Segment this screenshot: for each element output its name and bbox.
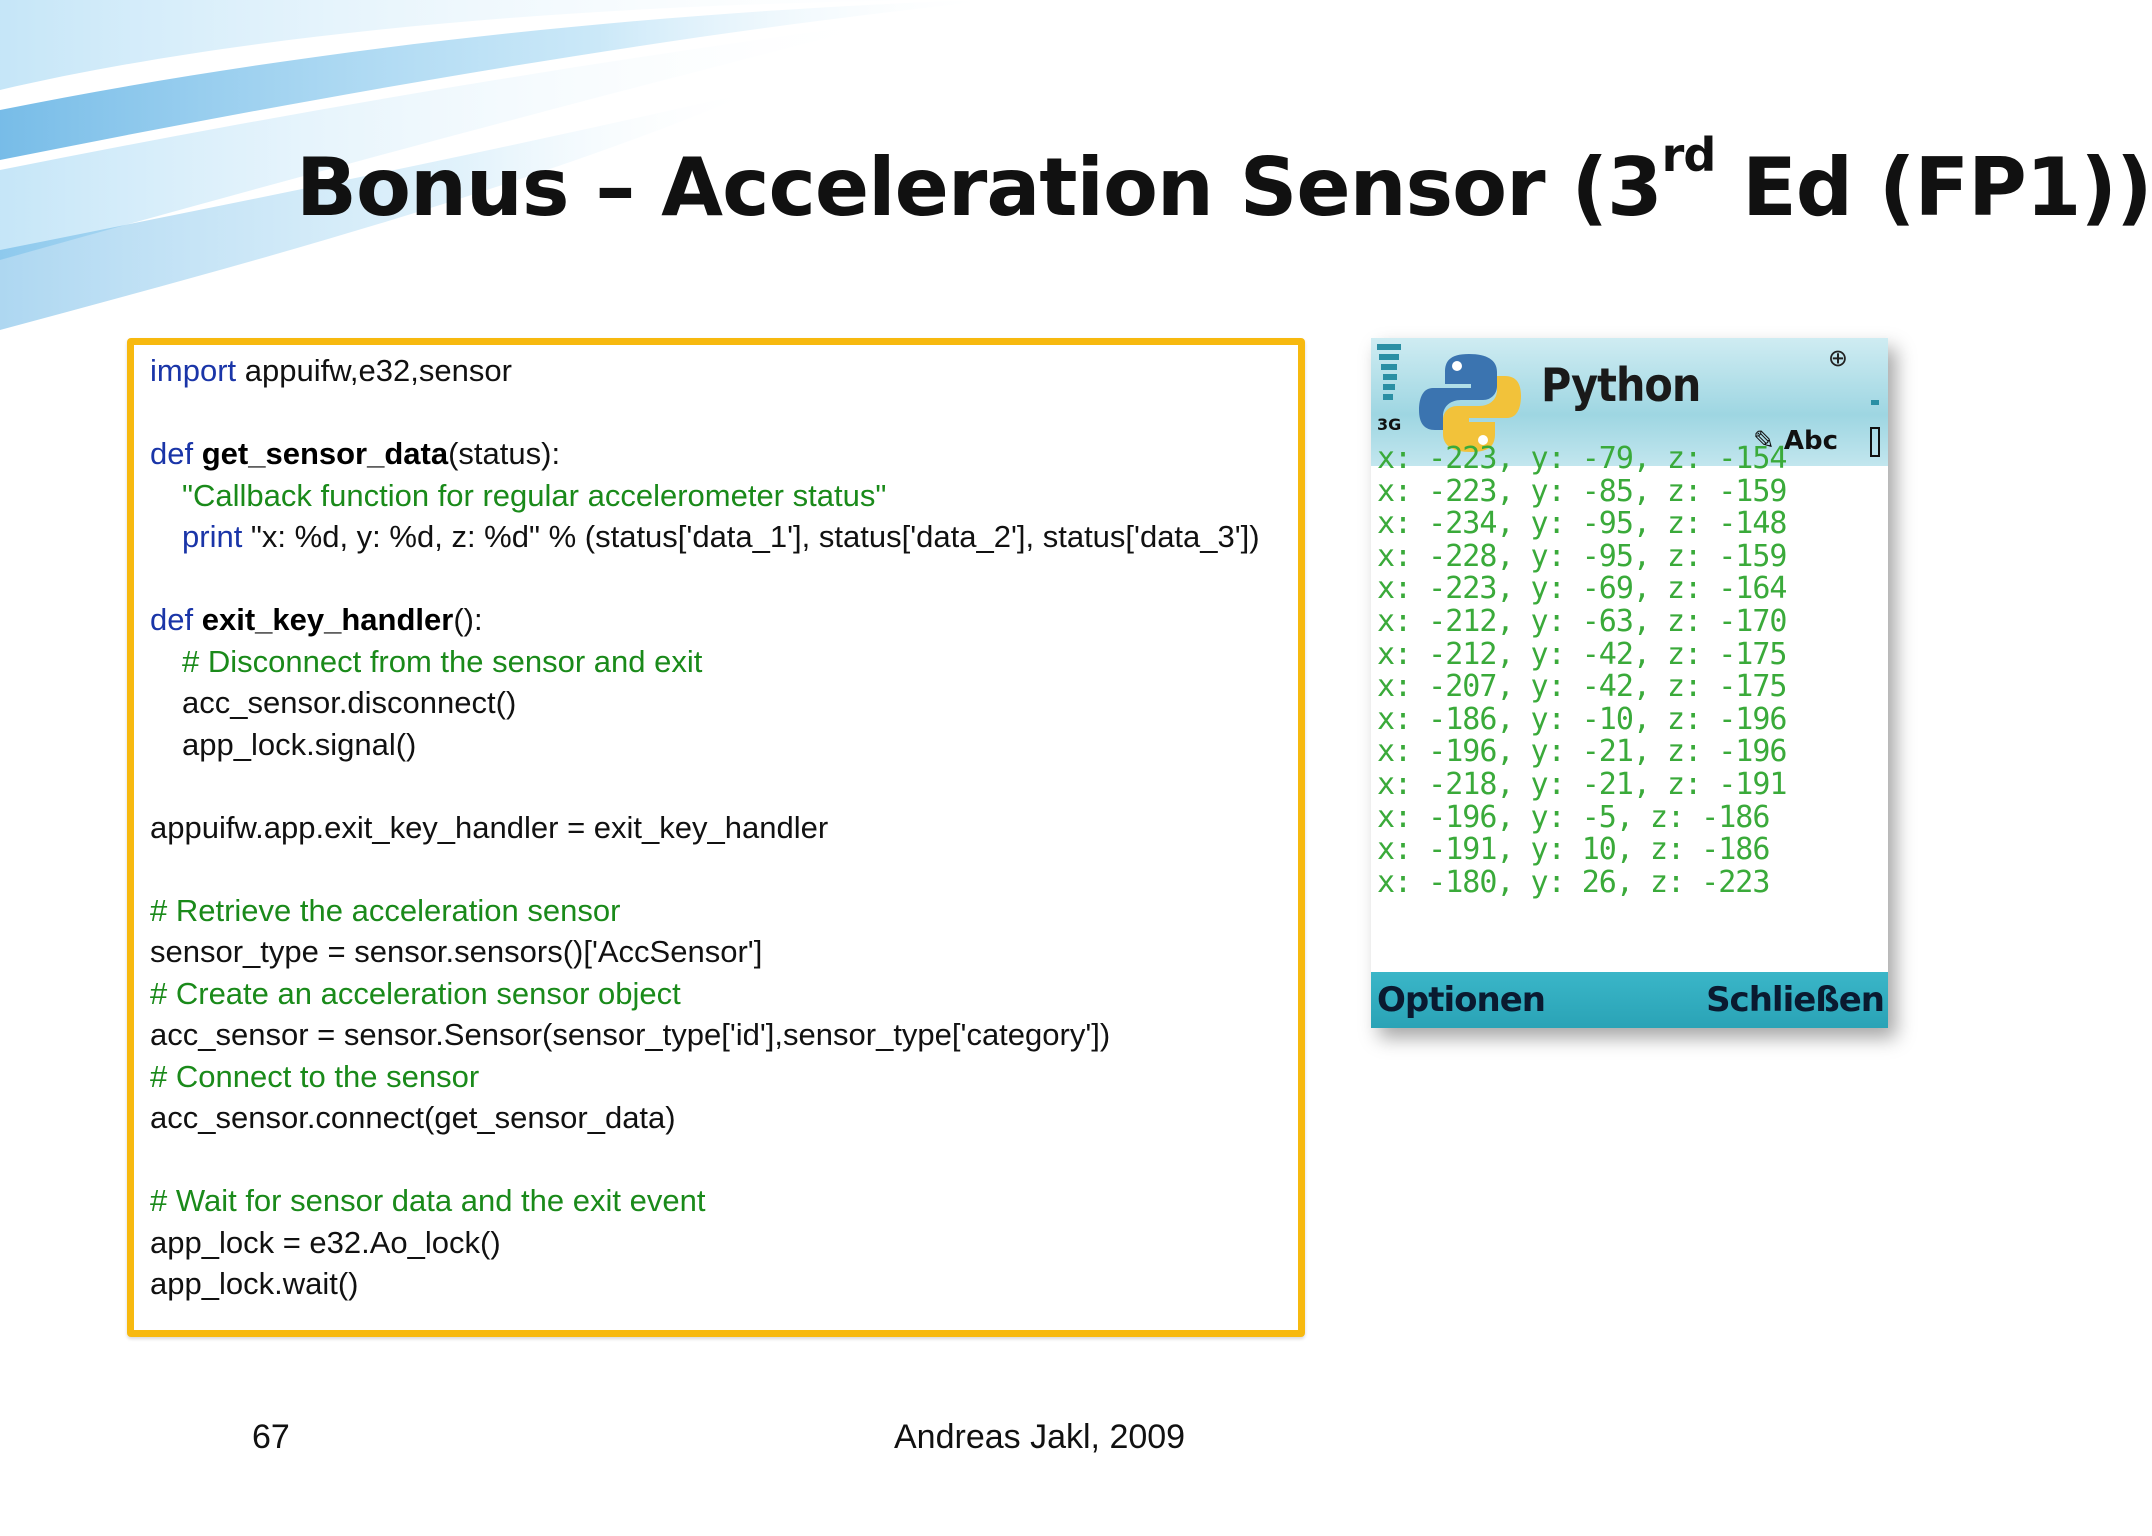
code-keyword: print [182, 519, 243, 554]
reading-row: x: -234, y: -95, z: -148 [1377, 506, 1787, 542]
input-mode-indicator: ✎ Abc [1753, 426, 1838, 456]
close-softkey[interactable]: Schließen [1706, 980, 1885, 1020]
code-line: app_lock.signal() [182, 726, 417, 762]
code-line: # Disconnect from the sensor and exit [150, 641, 1300, 683]
options-softkey[interactable]: Optionen [1377, 980, 1546, 1020]
reading-row: x: -212, y: -63, z: -170 [1377, 603, 1787, 639]
reading-row: x: -196, y: -5, z: -186 [1377, 799, 1770, 835]
code-line: # Create an acceleration sensor object [150, 973, 1300, 1015]
reading-row: x: -186, y: -10, z: -196 [1377, 701, 1787, 737]
reading-row: x: -196, y: -21, z: -196 [1377, 734, 1787, 770]
reading-row: x: -207, y: -42, z: -175 [1377, 669, 1787, 705]
code-line-blank [150, 558, 1300, 600]
code-line: def exit_key_handler(): [150, 602, 483, 637]
page-number: 67 [252, 1418, 290, 1456]
reading-row: x: -191, y: 10, z: -186 [1377, 832, 1770, 868]
code-listing: import appuifw,e32,sensor def get_sensor… [150, 350, 1300, 1305]
code-line: acc_sensor.disconnect() [182, 685, 517, 720]
code-line: print "x: %d, y: %d, z: %d" % (status['d… [182, 519, 1260, 554]
reading-row: x: -223, y: -85, z: -159 [1377, 473, 1787, 509]
signal-strength-icon: 3G [1377, 344, 1401, 434]
code-line: import appuifw,e32,sensor [150, 353, 512, 388]
code-line: acc_sensor.connect(get_sensor_data) [150, 1100, 676, 1135]
code-line-blank [150, 1139, 1300, 1181]
input-mode-label: Abc [1783, 426, 1839, 456]
code-line-blank [150, 392, 1300, 434]
reading-row: x: -180, y: 26, z: -223 [1377, 864, 1770, 900]
network-icon: ⊕ [1827, 344, 1848, 372]
code-function-name: exit_key_handler [193, 602, 454, 637]
softkey-bar: Optionen Schließen [1371, 972, 1888, 1028]
code-line: app_lock = e32.Ao_lock() [150, 1224, 501, 1260]
code-comment: # Disconnect from the sensor and exit [182, 643, 703, 679]
code-function-name: get_sensor_data [193, 436, 449, 471]
battery-icon [1870, 400, 1880, 457]
code-line: # Connect to the sensor [150, 1056, 1300, 1098]
slide-title: Bonus – Acceleration Sensor (3rd Ed (FP1… [296, 128, 2152, 234]
slide: Bonus – Acceleration Sensor (3rd Ed (FP1… [0, 0, 2152, 1456]
python-logo-icon [1419, 354, 1521, 452]
code-comment: # Wait for sensor data and the exit even… [150, 1183, 706, 1218]
code-keyword: def [150, 602, 194, 637]
app-title: Python [1541, 358, 1701, 412]
code-line: app_lock.wait() [150, 1266, 359, 1301]
code-line: "Callback function for regular accelerom… [150, 475, 1300, 517]
code-comment: # Connect to the sensor [150, 1058, 480, 1094]
network-label: 3G [1377, 415, 1401, 434]
code-comment: # Create an acceleration sensor object [150, 975, 681, 1011]
reading-row: x: -223, y: -79, z: -154 [1377, 441, 1787, 476]
code-line-blank [150, 848, 1300, 890]
reading-row: x: -223, y: -69, z: -164 [1377, 571, 1787, 607]
phone-screenshot: 3G Python ⊕ ✎ Abc x: -223, y: -79, z: -1… [1371, 338, 1888, 1028]
reading-row: x: -212, y: -42, z: -175 [1377, 636, 1787, 672]
code-line: # Retrieve the acceleration sensor [150, 890, 1300, 932]
code-line: def get_sensor_data(status): [150, 436, 561, 471]
reading-row: x: -218, y: -21, z: -191 [1377, 766, 1787, 802]
footer-author: Andreas Jakl, 2009 [894, 1418, 1186, 1456]
code-line: appuifw.app.exit_key_handler = exit_key_… [150, 809, 829, 845]
code-line: acc_sensor = sensor.Sensor(sensor_type['… [150, 1017, 1111, 1052]
reading-row: x: -228, y: -95, z: -159 [1377, 538, 1787, 574]
code-keyword: def [150, 436, 194, 471]
code-box [127, 338, 1305, 1337]
phone-status-header: 3G Python ⊕ ✎ Abc [1371, 338, 1888, 466]
code-comment: # Retrieve the acceleration sensor [150, 892, 621, 928]
pen-icon: ✎ [1753, 426, 1775, 456]
code-keyword: import [150, 353, 237, 388]
sensor-readings-list: x: -223, y: -79, z: -154 x: -223, y: -85… [1377, 441, 1877, 900]
code-line-blank [150, 765, 1300, 807]
code-docstring: "Callback function for regular accelerom… [182, 477, 887, 513]
code-line: # Wait for sensor data and the exit even… [150, 1180, 1300, 1222]
decorative-swoosh [0, 0, 1000, 330]
code-line: sensor_type = sensor.sensors()['AccSenso… [150, 934, 763, 969]
